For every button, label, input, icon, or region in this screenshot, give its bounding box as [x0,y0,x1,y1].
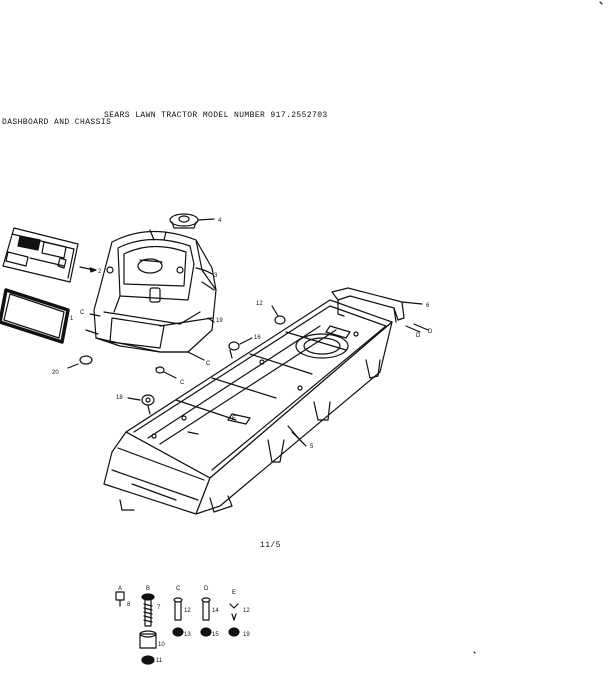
legend-c-part-12: 12 [184,608,191,614]
hardware-d-bolt [200,597,212,637]
callout-18: 18 [116,395,123,401]
panel-lens [0,288,70,344]
legend-a-part-8: 8 [127,602,131,608]
scan-mark [599,1,603,5]
legend-b-part-10: 10 [158,642,165,648]
hardware-c-bolt [172,597,184,637]
callout-c-3: C [180,380,185,386]
callout-1: 1 [70,316,74,322]
hardware-legend [115,591,240,665]
hardware-e-clip [228,603,240,637]
legend-e-part-19: 19 [243,632,250,638]
page-number: 11/5 [260,541,281,550]
callout-5: 5 [310,444,314,450]
chassis-frame [103,299,393,515]
legend-b-part-11: 11 [156,658,163,664]
callout-2: 2 [98,269,102,275]
callout-d-2: D [428,329,433,335]
legend-letter-b: B [146,586,150,592]
legend-b-part-7: 7 [157,605,161,611]
legend-e-part-12: 12 [243,608,250,614]
hardware-b-stack [139,593,157,665]
instrument-plate [2,227,97,283]
callout-19: 19 [216,318,223,324]
dashboard-pedestal [93,230,217,353]
callout-d-1: D [416,333,421,339]
callout-4: 4 [218,218,222,224]
legend-letter-c: C [176,586,181,592]
loose-hardware [67,305,286,415]
legend-c-part-13: 13 [184,632,191,638]
callout-e: E [232,416,236,422]
diagram-subtitle: DASHBOARD AND CHASSIS [2,118,112,127]
front-bracket [331,287,429,333]
callout-c-2: C [206,361,211,367]
legend-letter-d: D [204,586,209,592]
callout-6: 6 [426,303,430,309]
steering-boot [149,213,215,241]
scan-dot [473,651,476,654]
hardware-a-bolt [115,591,125,607]
diagram-title: SEARS LAWN TRACTOR MODEL NUMBER 917.2552… [104,111,328,120]
callout-12: 12 [256,301,263,307]
callout-16: 16 [254,335,261,341]
callout-labels: 2 1 3 4 5 6 12 16 18 19 20 C C C D D E A… [52,218,433,664]
legend-d-part-14: 14 [212,608,219,614]
legend-letter-e: E [232,590,236,596]
callout-20: 20 [52,370,59,376]
legend-d-part-15: 15 [212,632,219,638]
callout-3: 3 [214,273,218,279]
legend-letter-a: A [118,586,122,592]
callout-c-1: C [80,310,85,316]
